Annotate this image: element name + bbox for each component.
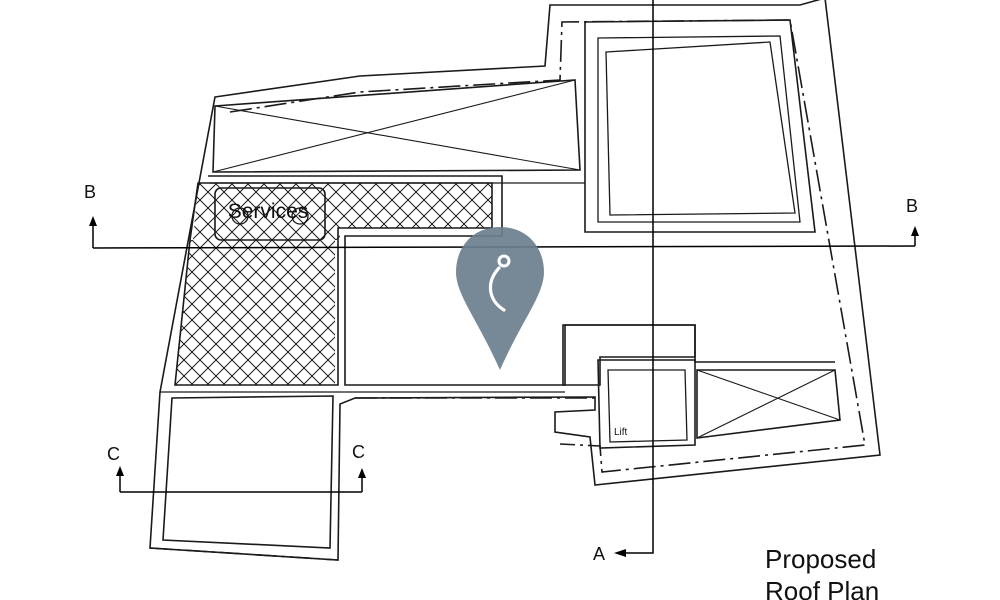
section-line-c: C C: [107, 442, 366, 493]
title-line-1: Proposed: [765, 544, 876, 574]
services-unit: Services: [214, 187, 326, 241]
drawing-title: Proposed Roof Plan: [765, 544, 879, 600]
section-c-left-label: C: [107, 444, 120, 464]
title-line-2: Roof Plan: [765, 576, 879, 600]
outer-walls: [149, 0, 881, 561]
roof-panel-top-left: [212, 79, 581, 173]
section-c-right-label: C: [352, 442, 365, 462]
lift-core: Lift: [562, 324, 696, 449]
section-a-label: A: [593, 544, 605, 564]
section-line-a: A: [593, 0, 654, 564]
hatched-roof-area: [160, 175, 835, 393]
services-label: Services: [228, 200, 309, 223]
section-b-right-label: B: [906, 196, 918, 216]
section-b-left-label: B: [84, 182, 96, 202]
lift-label: Lift: [614, 427, 628, 438]
map-pin-icon: [456, 227, 544, 370]
roof-panel-bottom-right: [696, 369, 841, 439]
roof-panel-bottom-left: [162, 395, 334, 549]
